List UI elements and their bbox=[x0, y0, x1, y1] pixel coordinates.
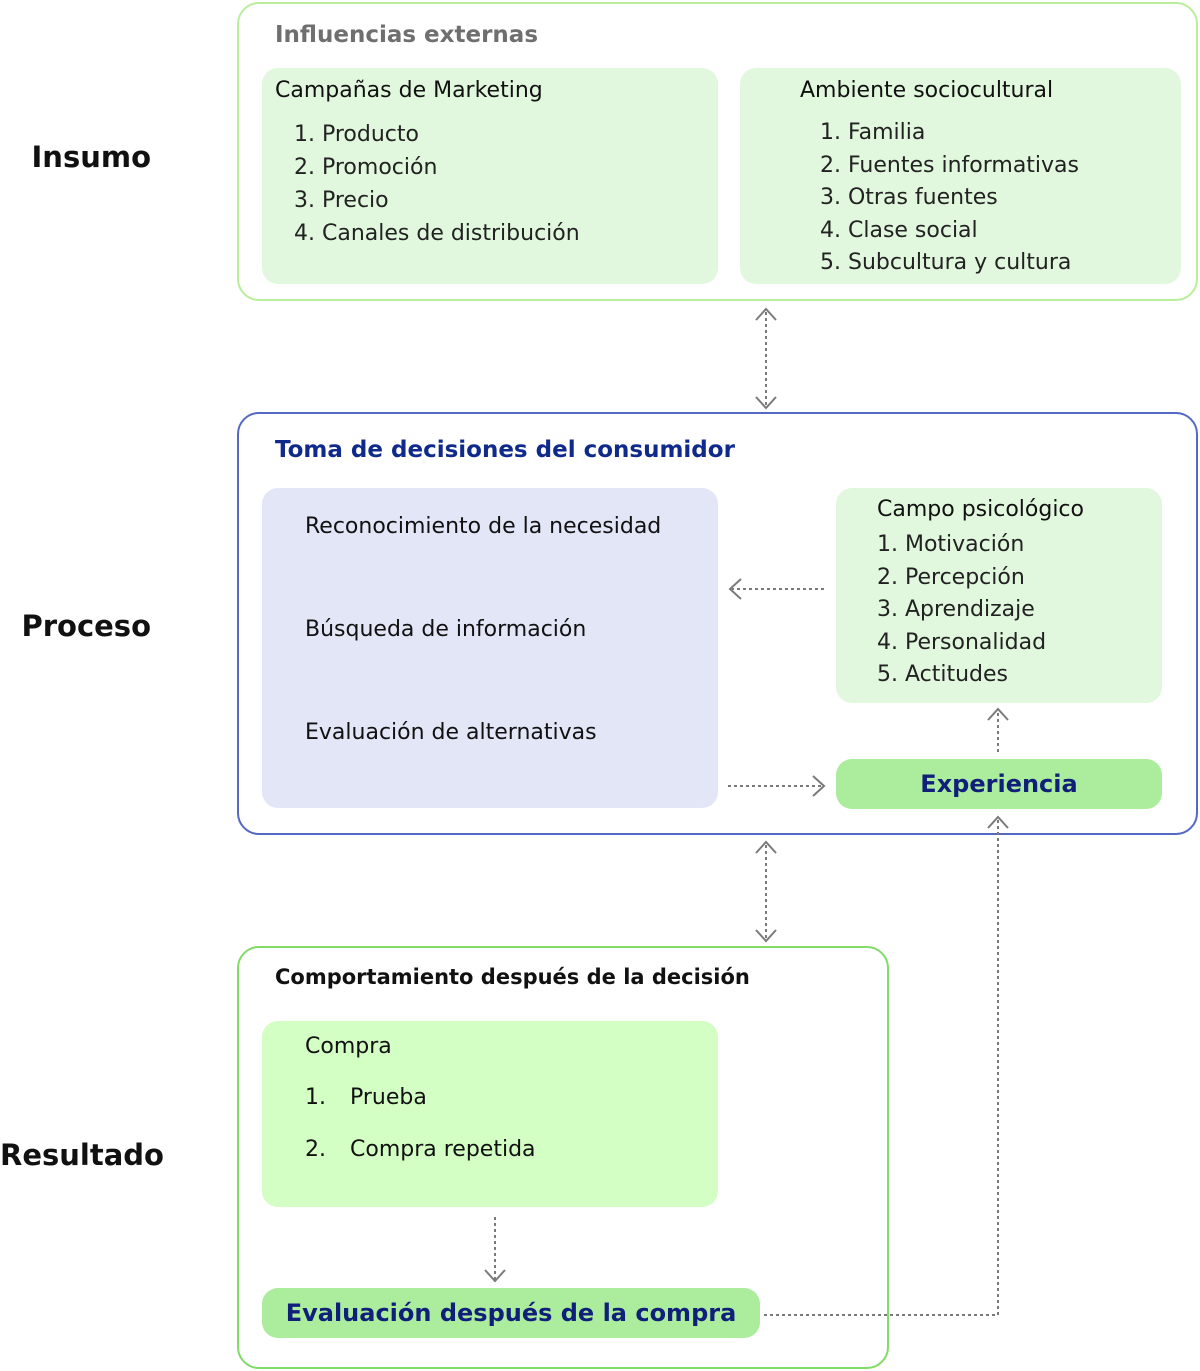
psych-field-item: 2. Percepción bbox=[877, 564, 1025, 590]
purchase-title: Compra bbox=[305, 1034, 392, 1059]
psych-field-item: 4. Personalidad bbox=[877, 629, 1047, 655]
purchase-item-label: Prueba bbox=[350, 1085, 427, 1110]
psych-field-panel bbox=[836, 488, 1162, 703]
purchase-item-label: Compra repetida bbox=[350, 1137, 536, 1162]
sociocultural-panel bbox=[740, 68, 1181, 284]
arrowhead-up-icon bbox=[755, 840, 777, 854]
decision-step: Evaluación de alternativas bbox=[305, 720, 597, 745]
marketing-item: 2. Promoción bbox=[294, 155, 438, 180]
purchase-panel bbox=[262, 1021, 718, 1207]
sociocultural-item: 5. Subcultura y cultura bbox=[820, 250, 1072, 275]
experience-pill: Experiencia bbox=[836, 759, 1162, 809]
post-purchase-evaluation-pill: Evaluación después de la compra bbox=[262, 1288, 760, 1338]
input-frame-title: Influencias externas bbox=[275, 22, 539, 48]
marketing-title: Campañas de Marketing bbox=[275, 78, 543, 103]
marketing-item: 1. Producto bbox=[294, 122, 419, 147]
psych-field-item: 5. Actitudes bbox=[877, 662, 1009, 688]
arrowhead-up-icon bbox=[755, 307, 777, 321]
output-frame-title: Comportamiento después de la decisión bbox=[275, 965, 750, 989]
decision-step: Búsqueda de información bbox=[305, 617, 587, 642]
marketing-list: 1. Producto 2. Promoción 3. Precio 4. Ca… bbox=[294, 118, 580, 250]
sociocultural-item: 4. Clase social bbox=[820, 217, 978, 243]
purchase-item-number: 2. bbox=[305, 1137, 326, 1162]
psych-field-list: 1. Motivación 2. Percepción 3. Aprendiza… bbox=[877, 529, 1046, 692]
sociocultural-item: 3. Otras fuentes bbox=[820, 185, 998, 210]
decision-step: Reconocimiento de la necesidad bbox=[305, 514, 662, 539]
sociocultural-title: Ambiente sociocultural bbox=[800, 78, 1054, 103]
stage-label-resultado: Resultado bbox=[0, 1138, 164, 1172]
decision-steps-panel bbox=[262, 488, 718, 808]
marketing-panel bbox=[262, 68, 718, 284]
sociocultural-list: 1. Familia 2. Fuentes informativas 3. Ot… bbox=[820, 117, 1079, 280]
arrowhead-down-icon bbox=[755, 929, 777, 943]
arrowhead-down-icon bbox=[755, 396, 777, 410]
psych-field-item: 1. Motivación bbox=[877, 532, 1025, 557]
marketing-item: 3. Precio bbox=[294, 188, 389, 213]
psych-field-title: Campo psicológico bbox=[877, 497, 1084, 522]
process-frame-title: Toma de decisiones del consumidor bbox=[275, 437, 735, 463]
sociocultural-item: 2. Fuentes informativas bbox=[820, 152, 1080, 178]
psych-field-item: 3. Aprendizaje bbox=[877, 597, 1035, 623]
purchase-item-number: 1. bbox=[305, 1085, 326, 1110]
marketing-item: 4. Canales de distribución bbox=[294, 221, 580, 246]
stage-label-insumo: Insumo bbox=[31, 140, 151, 174]
stage-label-proceso: Proceso bbox=[21, 609, 151, 643]
sociocultural-item: 1. Familia bbox=[820, 120, 926, 145]
